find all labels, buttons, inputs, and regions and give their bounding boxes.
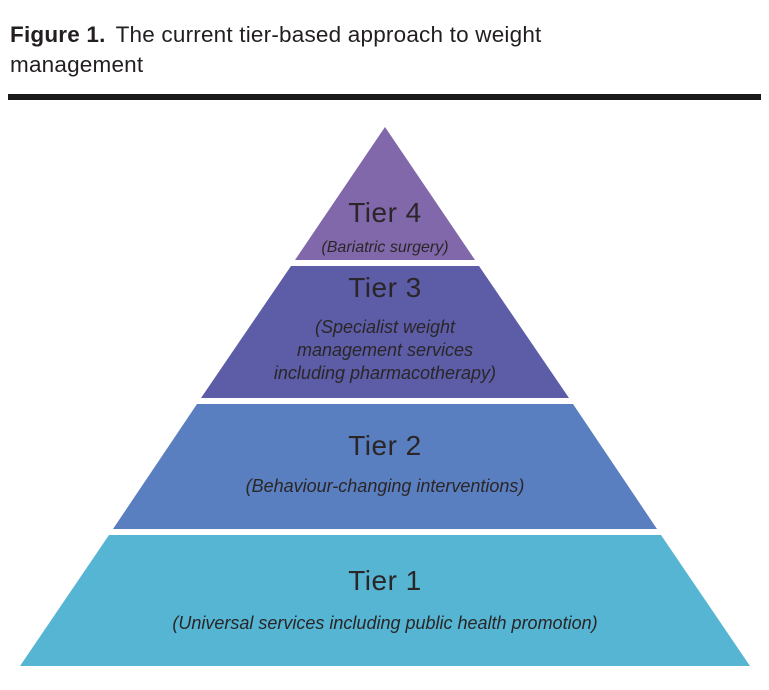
tier-4-sublabel: (Bariatric surgery) [321, 239, 448, 256]
tier-3-shape [201, 266, 569, 398]
tier-1-segment: Tier 1 (Universal services including pub… [20, 535, 750, 666]
figure-title: The current tier-based approach to weigh… [10, 22, 542, 77]
tier-2-label: Tier 2 [348, 430, 422, 461]
tier-4-shape [295, 127, 475, 260]
tier-1-shape [20, 535, 750, 666]
tier-3-sublabel-line-2: management services [297, 340, 473, 360]
tier-3-label: Tier 3 [348, 272, 422, 303]
tier-2-sublabel: (Behaviour-changing interventions) [246, 476, 525, 496]
tier-3-sublabel-line-1: (Specialist weight [315, 317, 456, 337]
figure-caption: Figure 1.The current tier-based approach… [10, 20, 670, 80]
tier-1-sublabel: (Universal services including public hea… [172, 613, 597, 633]
tier-3-segment: Tier 3 (Specialist weight management ser… [201, 266, 569, 398]
tier-3-sublabel-line-3: including pharmacotherapy) [274, 363, 496, 383]
tier-4-segment: Tier 4 (Bariatric surgery) [295, 127, 475, 260]
caption-divider [8, 94, 761, 100]
tier-1-label: Tier 1 [348, 565, 422, 596]
tier-4-label: Tier 4 [348, 197, 422, 228]
tier-2-shape [113, 404, 657, 529]
tier-2-segment: Tier 2 (Behaviour-changing interventions… [113, 404, 657, 529]
figure-label: Figure 1. [10, 22, 106, 47]
